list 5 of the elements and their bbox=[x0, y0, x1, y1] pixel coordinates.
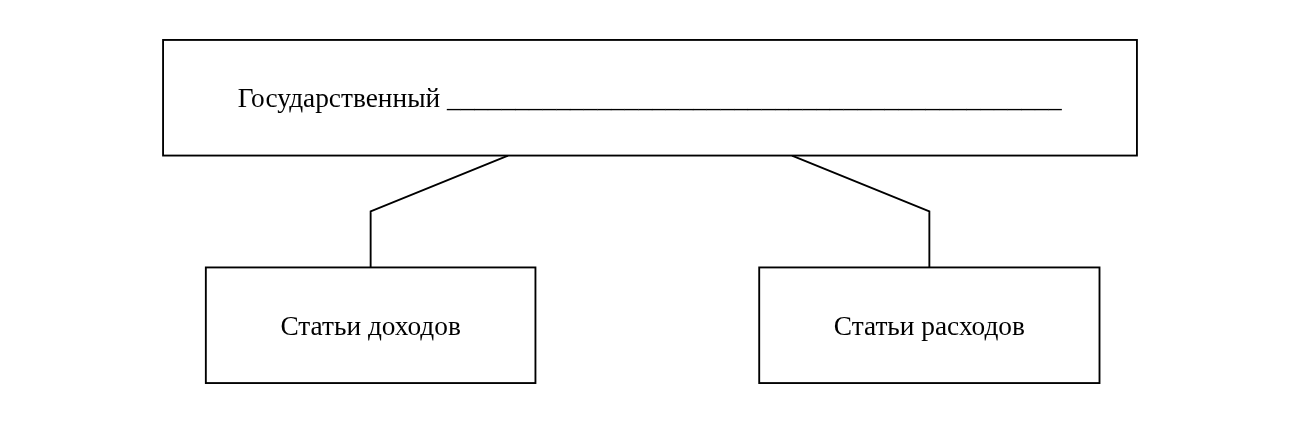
node-box: Статьи доходов bbox=[204, 266, 537, 384]
connector bbox=[791, 154, 931, 269]
node-box: Статьи расходов bbox=[758, 266, 1101, 384]
connector bbox=[369, 154, 509, 269]
node-box: Государственный _____________________________________________ bbox=[162, 39, 1138, 157]
